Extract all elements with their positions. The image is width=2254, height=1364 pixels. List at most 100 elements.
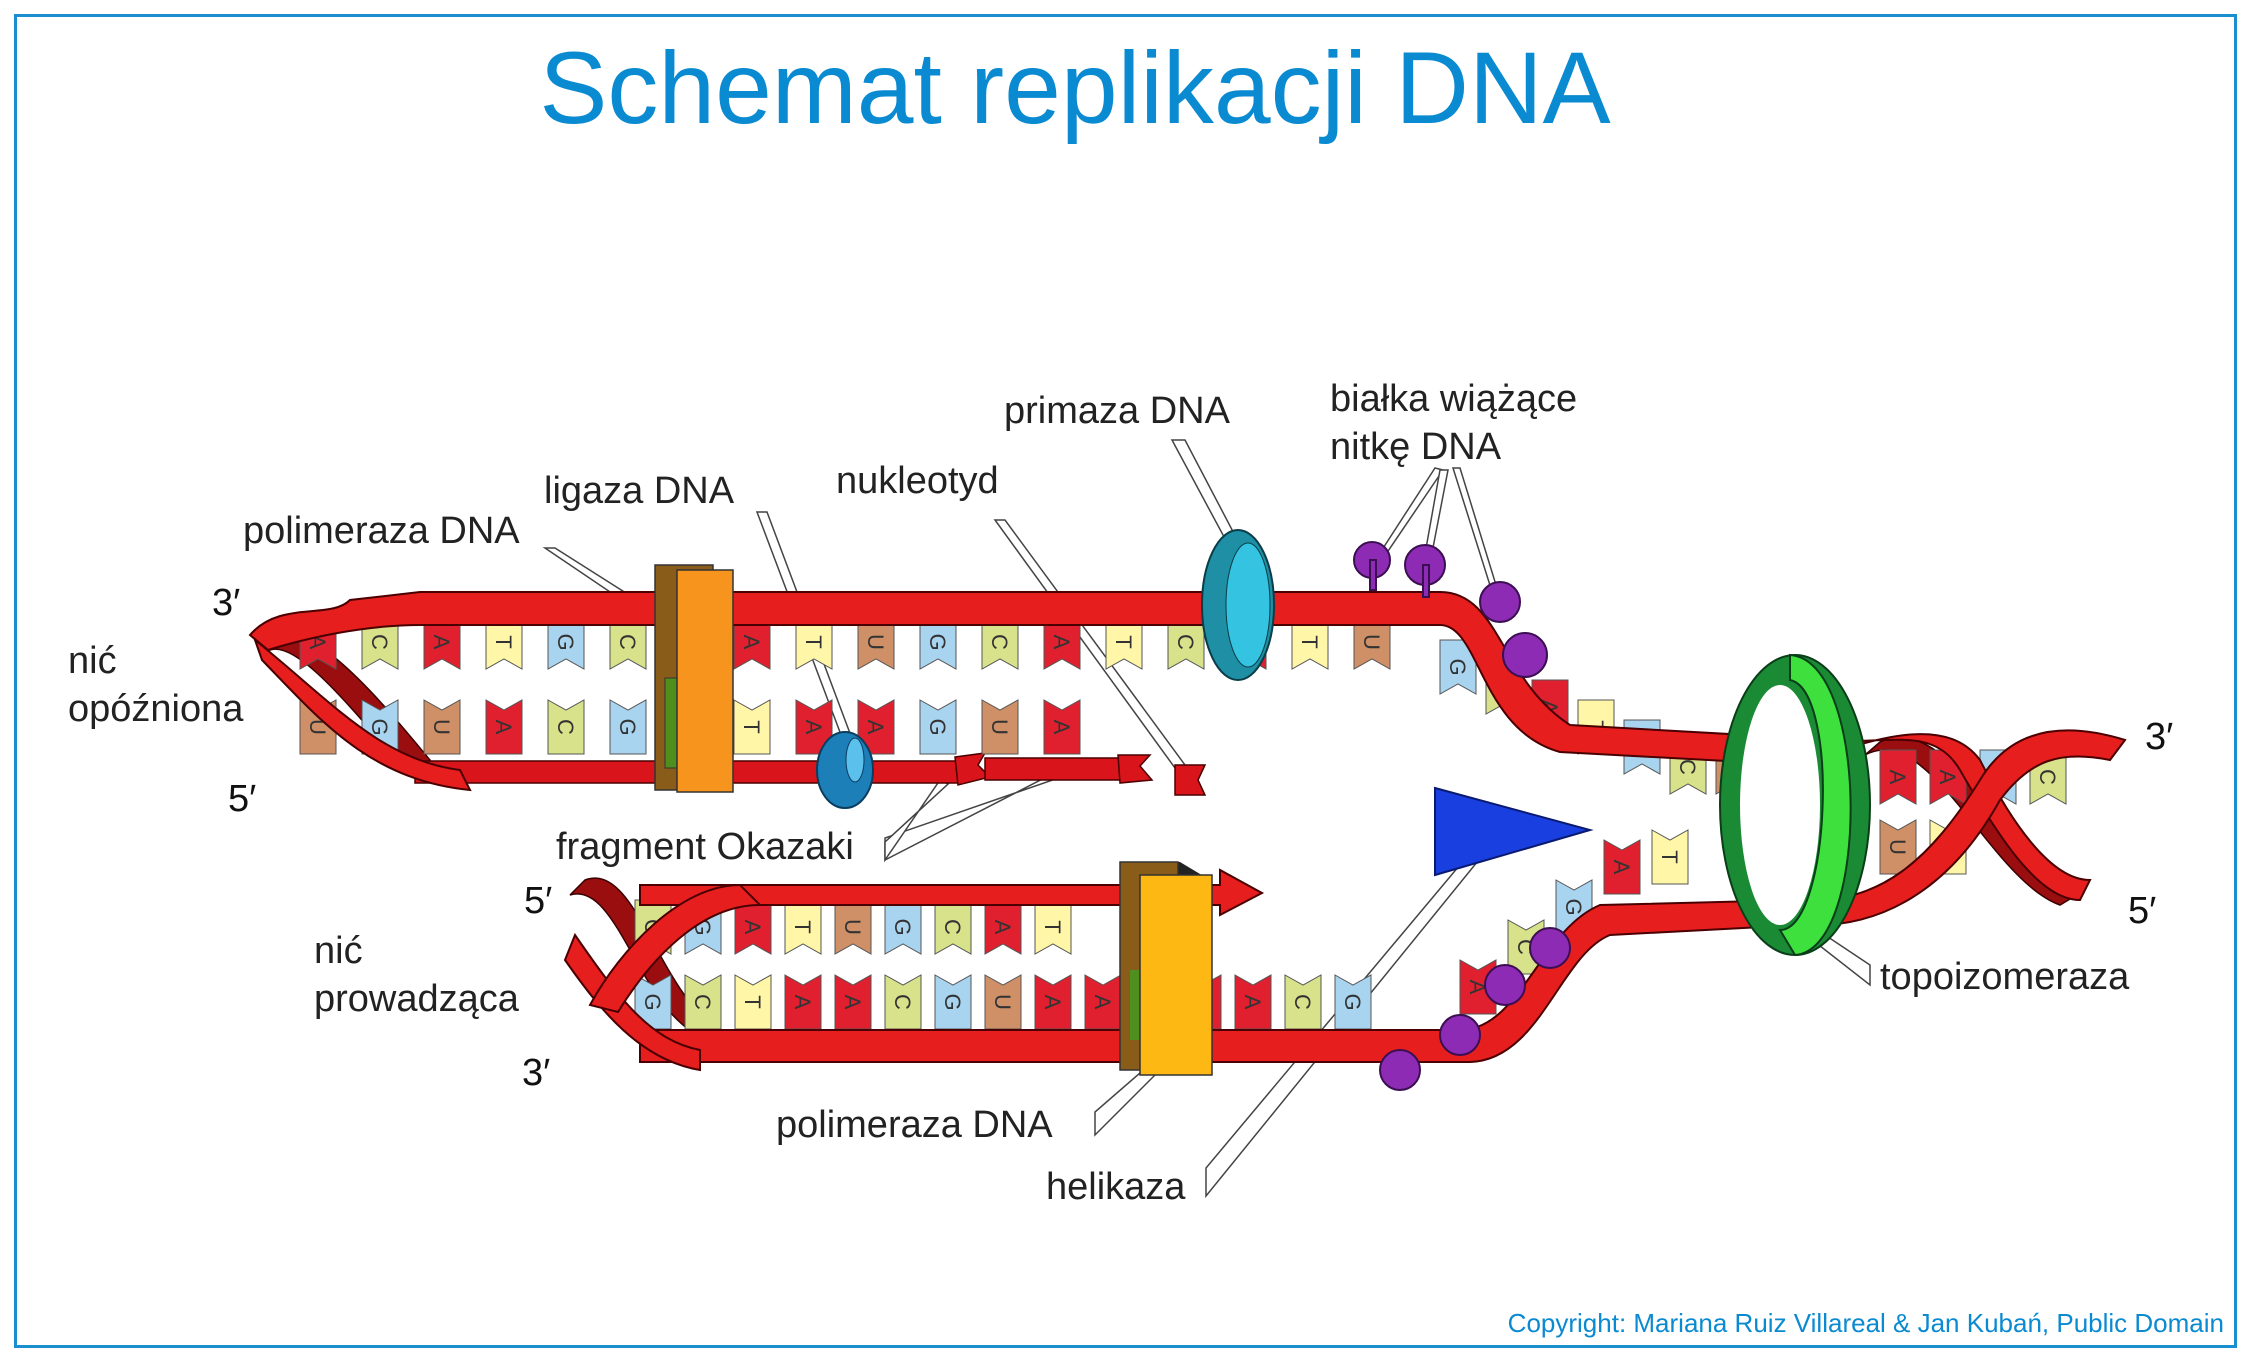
svg-text:G: G — [1445, 658, 1470, 675]
nucleotide-fork-bottom-3: A — [1603, 839, 1641, 895]
label-topoizomeraza: topoizomeraza — [1880, 956, 2130, 998]
svg-text:A: A — [740, 920, 765, 935]
leader-bialka-c — [1451, 467, 1502, 599]
svg-text:C: C — [940, 919, 965, 935]
svg-text:G: G — [640, 993, 665, 1010]
svg-text:A: A — [1240, 995, 1265, 1010]
svg-text:C: C — [553, 719, 578, 735]
nucleotide-leading-bottom-8: A — [1034, 974, 1072, 1030]
ssb-proteins — [1353, 541, 1571, 1091]
nucleotide-leading-top-3: T — [784, 899, 822, 955]
label-lagging-line2: opóźniona — [68, 688, 244, 730]
nucleotide-leading-top-2: A — [734, 899, 772, 955]
svg-text:G: G — [1340, 993, 1365, 1010]
ssb-6 — [1484, 964, 1526, 1006]
topoisomerase — [1719, 653, 1871, 957]
okazaki-fragment-1-end — [954, 752, 992, 786]
svg-text:A: A — [1885, 770, 1910, 785]
svg-text:A: A — [1609, 860, 1634, 875]
svg-text:A: A — [790, 995, 815, 1010]
ssb-4 — [1502, 632, 1548, 678]
lagging-helix-front — [252, 637, 472, 792]
label-leading-line1: nić — [314, 930, 363, 972]
lagging-template-strand — [248, 591, 1801, 767]
svg-text:U: U — [840, 919, 865, 935]
nucleotide-leading-bottom-3: A — [784, 974, 822, 1030]
nucleotide-lagging-top-12: A — [1043, 614, 1081, 670]
leading-helix-back — [588, 883, 763, 1014]
nucleotide-leading-bottom-1: C — [684, 974, 722, 1030]
nucleotide-leading-bottom-6: G — [934, 974, 972, 1030]
nucleotide-lagging-bottom-2: U — [423, 699, 461, 755]
right-helix-back — [1799, 729, 2127, 927]
end-right-bottom: 5′ — [2128, 890, 2157, 932]
end-lagging-top: 3′ — [212, 582, 241, 624]
label-leading-line2: prowadząca — [314, 978, 519, 1020]
nucleotide-lagging-bottom-3: A — [485, 699, 523, 755]
nucleotide-leading-bottom-14: G — [1334, 974, 1372, 1030]
svg-text:T: T — [790, 920, 815, 933]
nucleotide-lagging-top-4: G — [547, 614, 585, 670]
nucleotide-leading-bottom-7: U — [984, 974, 1022, 1030]
svg-text:T: T — [491, 635, 516, 648]
svg-text:C: C — [890, 994, 915, 1010]
okazaki-fragment-2-end — [1117, 754, 1154, 784]
nucleotide-lagging-bottom-12: A — [1043, 699, 1081, 755]
primase — [1201, 529, 1275, 681]
ssb-5 — [1529, 927, 1571, 969]
svg-text:G: G — [367, 718, 392, 735]
label-polimeraza-bottom: polimeraza DNA — [776, 1104, 1053, 1146]
svg-text:G: G — [925, 718, 950, 735]
svg-text:A: A — [840, 995, 865, 1010]
svg-text:A: A — [1040, 995, 1065, 1010]
nucleotide-leading-top-6: C — [934, 899, 972, 955]
okazaki-primer — [1174, 764, 1207, 796]
svg-text:G: G — [890, 918, 915, 935]
svg-text:G: G — [940, 993, 965, 1010]
end-lagging-bottom: 5′ — [228, 778, 257, 820]
polymerase-bottom — [1119, 861, 1213, 1076]
svg-text:U: U — [429, 719, 454, 735]
svg-text:T: T — [1297, 635, 1322, 648]
nucleotide-lagging-bottom-4: C — [547, 699, 585, 755]
svg-text:T: T — [801, 635, 826, 648]
nucleotide-lagging-bottom-11: U — [981, 699, 1019, 755]
svg-text:A: A — [801, 720, 826, 735]
svg-text:T: T — [1040, 920, 1065, 933]
frame-border — [14, 14, 2237, 1348]
svg-text:U: U — [1359, 634, 1384, 650]
diagram-title: Schemat replikacji DNA — [539, 31, 1611, 145]
nucleotide-leading-bottom-2: T — [734, 974, 772, 1030]
svg-text:A: A — [739, 635, 764, 650]
svg-text:A: A — [429, 635, 454, 650]
nucleotide-right-bottom-0: U — [1879, 819, 1917, 875]
nucleotide-leading-bottom-0: G — [634, 974, 672, 1030]
svg-text:C: C — [1675, 759, 1700, 775]
svg-text:U: U — [987, 719, 1012, 735]
nucleotide-fork-bottom-0: A — [1459, 959, 1497, 1015]
leader-nukleotyd — [993, 519, 1187, 769]
nucleotide-right-top-0: A — [1879, 749, 1917, 805]
nucleotide-lagging-top-7: A — [733, 614, 771, 670]
nucleotide-leading-bottom-13: C — [1284, 974, 1322, 1030]
nucleotide-leading-bottom-12: A — [1234, 974, 1272, 1030]
ssb-7 — [1439, 1014, 1481, 1056]
svg-text:C: C — [987, 634, 1012, 650]
nucleotide-lagging-top-2: A — [423, 614, 461, 670]
ligase — [816, 731, 874, 809]
label-nukleotyd: nukleotyd — [836, 460, 999, 502]
backbones — [248, 591, 2127, 1072]
svg-text:A: A — [1465, 980, 1490, 995]
leader-lines — [542, 439, 1871, 1199]
svg-text:A: A — [1049, 635, 1074, 650]
label-lagging-line1: nić — [68, 640, 117, 682]
svg-text:C: C — [367, 634, 392, 650]
svg-text:C: C — [2035, 769, 2060, 785]
svg-text:A: A — [1090, 995, 1115, 1010]
nucleotide-leading-top-8: T — [1034, 899, 1072, 955]
svg-text:C: C — [1173, 634, 1198, 650]
svg-text:C: C — [690, 994, 715, 1010]
svg-text:G: G — [615, 718, 640, 735]
nucleotide-lagging-bottom-7: T — [733, 699, 771, 755]
